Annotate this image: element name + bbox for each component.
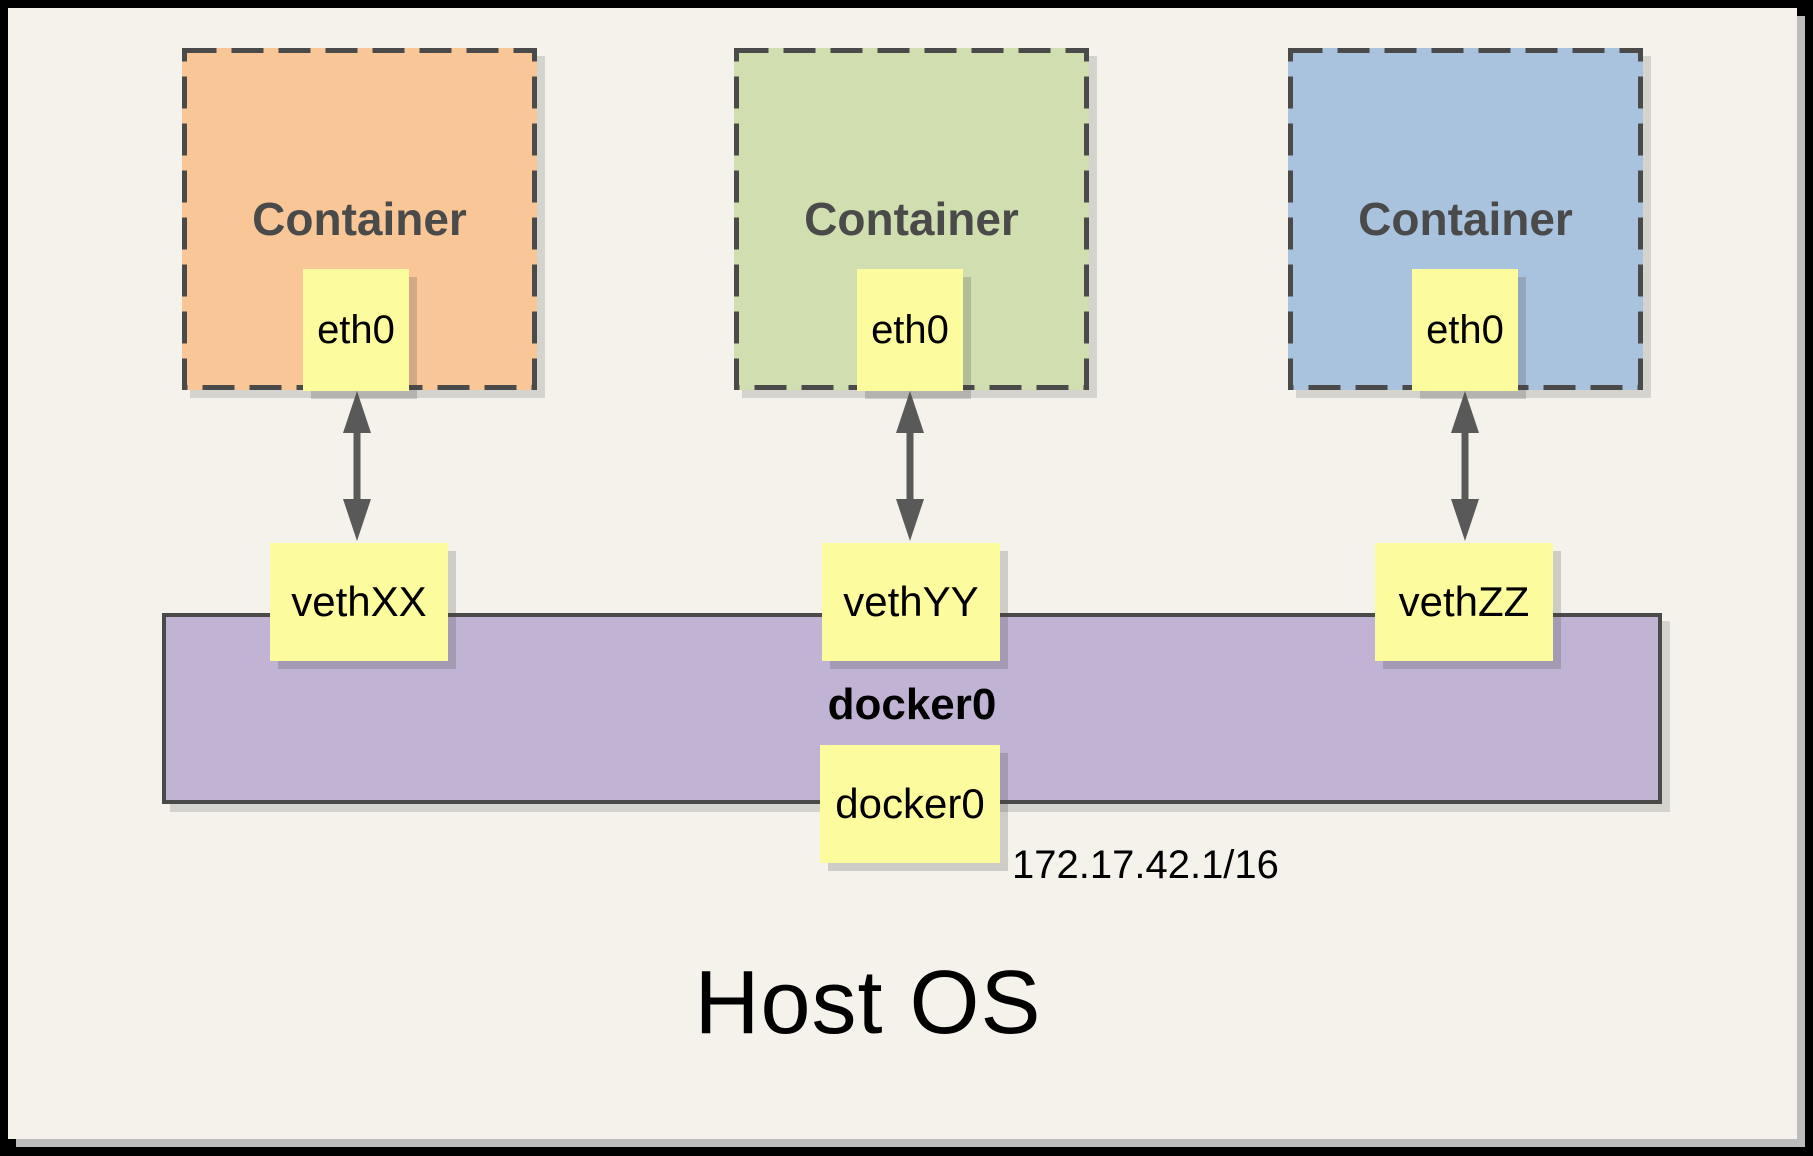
eth0-box-2: eth0 — [857, 269, 963, 391]
eth0-box-3: eth0 — [1412, 269, 1518, 391]
bridge-ip-address: 172.17.42.1/16 — [1012, 843, 1279, 887]
arrow-shaft — [906, 425, 914, 507]
host-os-label: Host OS — [694, 953, 1042, 1053]
arrowhead-down — [896, 499, 924, 541]
eth0-label: eth0 — [871, 308, 949, 352]
vethxx-label: vethXX — [291, 578, 427, 625]
eth0-label: eth0 — [1426, 308, 1504, 352]
container-label: Container — [1358, 193, 1573, 245]
arrow-shaft — [353, 425, 361, 507]
vethzz-label: vethZZ — [1398, 578, 1530, 625]
docker0-interface-label: docker0 — [835, 780, 985, 827]
vethyy-box: vethYY — [822, 543, 1000, 661]
arrowhead-down — [343, 499, 371, 541]
vethzz-box: vethZZ — [1375, 543, 1553, 661]
container-label: Container — [252, 193, 467, 245]
arrowhead-up — [896, 391, 924, 433]
arrowhead-up — [343, 391, 371, 433]
docker0-bridge-label: docker0 — [827, 680, 997, 729]
eth0-box-1: eth0 — [303, 269, 409, 391]
veth-connection-arrow-1 — [343, 391, 371, 541]
eth0-label: eth0 — [317, 308, 395, 352]
arrowhead-up — [1451, 391, 1479, 433]
vethyy-label: vethYY — [843, 578, 979, 625]
container-label: Container — [804, 193, 1019, 245]
docker0-interface-box: docker0 — [820, 745, 1000, 863]
veth-connection-arrow-2 — [896, 391, 924, 541]
arrowhead-down — [1451, 499, 1479, 541]
arrow-shaft — [1461, 425, 1469, 507]
veth-connection-arrow-3 — [1451, 391, 1479, 541]
vethxx-box: vethXX — [270, 543, 448, 661]
